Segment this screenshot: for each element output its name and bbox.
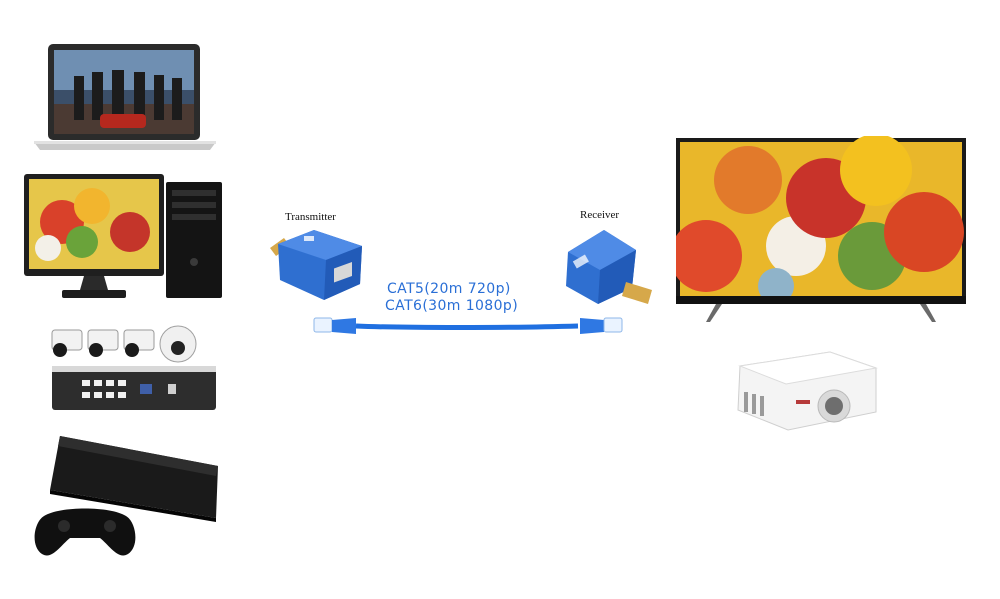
laptop-icon: [30, 42, 220, 154]
transmitter-label: Transmitter: [285, 211, 336, 223]
ethernet-cable-icon: [312, 306, 624, 348]
receiver-label: Receiver: [580, 209, 620, 221]
tv-icon: [676, 136, 968, 324]
cable-spec-cat6: CAT6(30m 1080p): [385, 298, 519, 314]
desktop-pc-icon: [22, 172, 227, 304]
cable-spec-cat5: CAT5(20m 720p): [387, 281, 511, 297]
game-console-icon: [30, 426, 226, 576]
cctv-nvr-icon: [48, 322, 218, 414]
transmitter-icon: [264, 228, 374, 304]
receiver-icon: [560, 224, 660, 306]
projector-icon: [730, 346, 882, 436]
